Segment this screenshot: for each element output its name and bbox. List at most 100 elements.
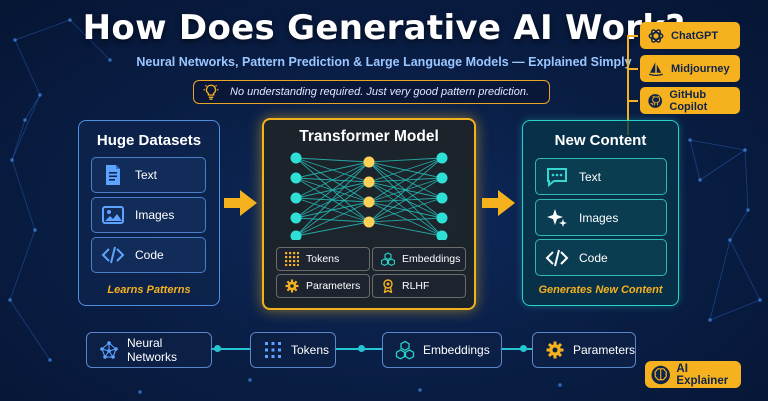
nn-node (436, 230, 448, 240)
tools-tick (629, 68, 638, 70)
bg-node (688, 138, 692, 142)
nn-edge (368, 157, 443, 203)
bg-node (33, 228, 37, 232)
nn-edge (295, 157, 370, 163)
bg-node (138, 390, 142, 394)
bottom-connector (210, 348, 250, 350)
bg-edge (14, 39, 41, 96)
chip-label: Parameters (306, 280, 361, 292)
arrow-right-icon (482, 190, 515, 216)
nn-edge (368, 157, 443, 223)
bg-edge (14, 19, 71, 41)
tools-connector (627, 35, 629, 135)
nn-edge (295, 221, 370, 237)
brain-icon (651, 365, 670, 384)
note-text: No understanding required. Just very goo… (230, 86, 530, 98)
arrow-right-icon (224, 190, 257, 216)
image-icon (102, 206, 124, 224)
chip-label: RLHF (402, 280, 430, 292)
sailboat-icon (649, 61, 663, 76)
tools-tick (629, 35, 638, 37)
nn-edge (368, 181, 443, 237)
token-grid-icon (265, 342, 281, 358)
bottom-item-embeddings: Embeddings (382, 332, 502, 368)
code-icon (101, 246, 125, 264)
bottom-item-label: Tokens (291, 343, 330, 357)
dataset-item-text: Text (91, 157, 206, 193)
datasets-panel: Huge Datasets Text Images Code (78, 120, 220, 306)
bottom-connector-dot (520, 345, 527, 352)
new-content-caption: Generates New Content (538, 284, 663, 296)
code-icon (545, 249, 569, 266)
network-icon (100, 341, 118, 359)
ai-explainer-badge: AI Explainer (645, 361, 741, 388)
bg-edge (709, 299, 761, 321)
nn-edge (295, 201, 370, 219)
bg-node (8, 298, 12, 302)
bottom-item-label: Neural Networks (127, 336, 178, 364)
nn-node (436, 172, 448, 184)
bg-node (248, 378, 252, 382)
nn-edge (368, 217, 443, 223)
nn-node (290, 172, 302, 184)
bg-edge (689, 139, 746, 151)
token-grid-icon (285, 252, 299, 266)
bg-edge (709, 239, 731, 321)
bottom-item-parameters: Parameters (532, 332, 636, 368)
page-subtitle: Neural Networks, Pattern Prediction & La… (136, 55, 632, 69)
bg-node (10, 158, 14, 162)
output-item-label: Code (579, 250, 608, 265)
bg-node (708, 318, 712, 322)
gear-icon (285, 279, 299, 293)
nn-edge (368, 161, 443, 237)
tool-label: GitHub Copilot (669, 88, 708, 113)
nn-node (290, 230, 302, 240)
bg-edge (729, 209, 749, 241)
output-item-code: Code (535, 239, 667, 276)
bg-edge (11, 94, 41, 161)
bottom-connector (500, 348, 532, 350)
nn-node (363, 156, 375, 168)
note-banner: No understanding required. Just very goo… (193, 80, 550, 104)
chip-tokens: Tokens (276, 247, 370, 271)
output-item-label: Text (579, 169, 602, 184)
bg-node (38, 93, 42, 97)
bg-edge (744, 149, 749, 211)
bg-node (558, 383, 562, 387)
bg-node (743, 148, 747, 152)
nn-edge (368, 157, 443, 163)
cubes-icon (395, 340, 415, 360)
nn-node (290, 152, 302, 164)
nn-edge (368, 157, 443, 183)
award-icon (383, 279, 393, 293)
tool-label: ChatGPT (671, 29, 719, 42)
bg-node (68, 18, 72, 22)
nn-edge (368, 221, 443, 237)
chip-embeddings: Embeddings (372, 247, 466, 271)
nn-node (290, 192, 302, 204)
bg-node (108, 58, 112, 62)
nn-edge (368, 201, 443, 237)
nn-node (436, 152, 448, 164)
page-title: How Does Generative AI Work? (82, 8, 686, 48)
nn-edge (295, 181, 370, 237)
output-item-images: Images (535, 199, 667, 236)
nn-edge (295, 201, 370, 237)
bottom-connector-dot (214, 345, 221, 352)
nn-edge (295, 181, 370, 219)
document-icon (106, 165, 120, 185)
nn-node (436, 212, 448, 224)
tool-github-copilot: GitHub Copilot (640, 87, 740, 114)
nn-node (436, 192, 448, 204)
nn-node (290, 212, 302, 224)
bg-node (48, 358, 52, 362)
cubes-icon (381, 252, 395, 266)
transformer-title: Transformer Model (299, 128, 439, 145)
dataset-item-label: Images (135, 208, 175, 222)
bg-node (728, 238, 732, 242)
bg-edge (689, 139, 701, 181)
nn-edge (295, 161, 370, 199)
transformer-panel: Transformer Model Tokens Em (262, 118, 476, 310)
bottom-item-label: Embeddings (423, 343, 490, 357)
